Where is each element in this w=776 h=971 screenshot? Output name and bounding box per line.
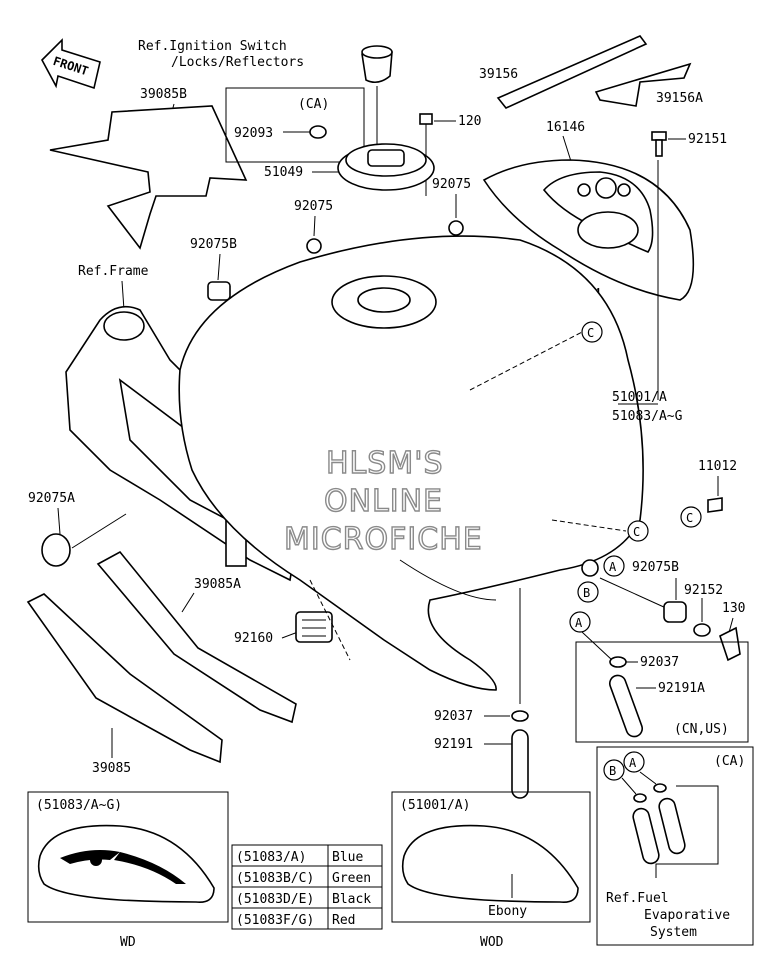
callout-c-1: C <box>587 326 594 340</box>
cn-us-box <box>575 641 749 743</box>
label-92075A: 92075A <box>28 491 75 506</box>
inset-wd-caption: WD <box>120 935 136 950</box>
callout-c-3: C <box>686 511 693 525</box>
ref-ignition-line2: /Locks/Reflectors <box>171 55 304 70</box>
ref-ignition-line1: Ref.Ignition Switch <box>138 39 287 54</box>
label-92152: 92152 <box>684 583 723 598</box>
label-39156A: 39156A <box>656 91 703 106</box>
label-39085B: 39085B <box>140 87 187 102</box>
callout-c-2: C <box>633 525 640 539</box>
label-16146: 16146 <box>546 120 585 135</box>
label-130: 130 <box>722 601 745 616</box>
ca-label-bottom: (CA) <box>714 754 745 769</box>
ca-box-92093 <box>225 87 365 163</box>
color-code-1: (51083/A) <box>236 850 306 865</box>
pad-39085 <box>26 593 223 764</box>
meter-panel-16146 <box>482 159 695 301</box>
ca-box-fuel <box>596 746 754 946</box>
pad-39085B <box>49 105 248 250</box>
fuel-cap-51049 <box>337 143 435 191</box>
label-39085: 39085 <box>92 761 131 776</box>
label-51083AG: 51083/A~G <box>612 409 683 424</box>
color-table: (51083/A) Blue (51083B/C) Green (51083D/… <box>231 844 383 930</box>
inset-wod-box <box>391 791 591 923</box>
ref-fuel-line2: Evaporative <box>644 908 730 923</box>
label-39156: 39156 <box>479 67 518 82</box>
hose-92191A <box>608 674 644 738</box>
label-92160: 92160 <box>234 631 273 646</box>
label-92075B-top: 92075B <box>190 237 237 252</box>
ca-label-top: (CA) <box>298 97 329 112</box>
hose-92191 <box>511 729 529 799</box>
callout-a-3: A <box>629 756 637 770</box>
label-92075-right: 92075 <box>432 177 471 192</box>
color-name-1: Blue <box>332 850 363 865</box>
label-92093: 92093 <box>234 126 273 141</box>
tank-wod-illustration <box>401 824 579 904</box>
color-code-3: (51083D/E) <box>236 892 314 907</box>
fuel-tank-51001 <box>178 235 644 691</box>
label-92191: 92191 <box>434 737 473 752</box>
label-11012: 11012 <box>698 459 737 474</box>
inset-wd-title: (51083/A~G) <box>36 798 122 813</box>
label-92075-left: 92075 <box>294 199 333 214</box>
front-arrow-icon: FRONT <box>41 38 101 90</box>
callout-a-2: A <box>575 616 583 630</box>
label-39085A: 39085A <box>194 577 241 592</box>
label-120: 120 <box>458 114 481 129</box>
color-code-4: (51083F/G) <box>236 913 314 928</box>
label-92075B-bottom: 92075B <box>632 560 679 575</box>
trim-39156 <box>496 35 692 109</box>
ref-fuel-line1: Ref.Fuel <box>606 891 669 906</box>
color-name-3: Black <box>332 892 371 907</box>
bracket-92160 <box>295 611 333 643</box>
tank-wd-illustration <box>37 824 215 904</box>
callout-a-1: A <box>609 560 617 574</box>
color-name-4: Red <box>332 913 355 928</box>
hoses-fuel-evap <box>632 797 686 865</box>
label-92151: 92151 <box>688 132 727 147</box>
label-51049: 51049 <box>264 165 303 180</box>
callout-b-1: B <box>583 586 590 600</box>
watermark-line1: HLSM'S <box>326 446 444 481</box>
cn-us-label: (CN,US) <box>674 722 729 737</box>
label-92191A: 92191A <box>658 681 705 696</box>
watermark-line2: ONLINE <box>324 484 443 519</box>
label-92037-a: 92037 <box>640 655 679 670</box>
inset-wd-box <box>27 791 229 923</box>
callout-b-2: B <box>609 764 616 778</box>
ref-frame: Ref.Frame <box>78 264 149 279</box>
label-51001A: 51001/A <box>612 390 667 405</box>
ignition-cap-part <box>361 45 393 84</box>
pad-39085A <box>96 550 297 724</box>
inset-wod-caption: WOD <box>480 935 504 950</box>
color-code-2: (51083B/C) <box>236 871 314 886</box>
inset-wod-title: (51001/A) <box>400 798 470 813</box>
color-name-2: Green <box>332 871 371 886</box>
label-92037-b: 92037 <box>434 709 473 724</box>
ref-fuel-line3: System <box>650 925 697 940</box>
watermark-line3: MICROFICHE <box>284 522 483 557</box>
inset-wod-label: Ebony <box>488 904 527 919</box>
